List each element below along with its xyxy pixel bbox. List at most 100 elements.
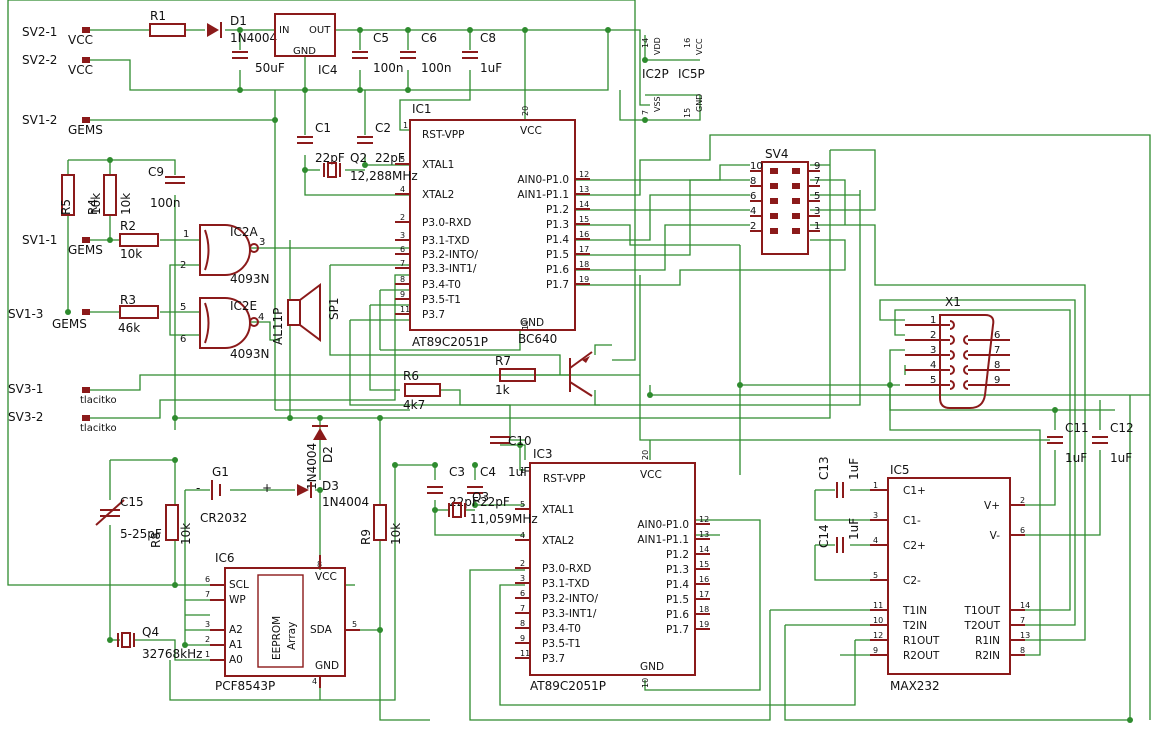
sv4-pin [792, 228, 800, 234]
sv4-pin-number: 1 [814, 221, 820, 232]
sv1-2-label: SV1-2 [22, 113, 57, 127]
ic5-pin-label: V- [990, 530, 1001, 542]
ic1-pin-number: 15 [579, 215, 589, 224]
r7-value: 1k [495, 383, 510, 397]
r6-label: R6 [403, 369, 419, 383]
rtc-section: D2 1N4004 D3 1N4004 G1 CR2032 - + C15 5-… [95, 425, 403, 661]
g1-minus: - [196, 481, 200, 495]
ic3-pin-label: P3.1-TXD [542, 578, 590, 590]
ic5-pin-number: 12 [873, 631, 883, 640]
ic4-gnd: GND [293, 46, 316, 57]
ic3-pin-number: 2 [520, 559, 525, 568]
ic3-rst: RST-VPP [543, 473, 585, 485]
c-50uf-value: 50uF [255, 61, 285, 75]
ic3-pin-label: P3.7 [542, 653, 565, 665]
ic1-pin-label: AIN1-P1.1 [517, 189, 569, 201]
ic1-pin-number: 19 [579, 275, 589, 284]
ic6-a0: A0 [229, 654, 243, 666]
driver-section: R6 4k7 R7 1k BC640 [403, 332, 593, 412]
r7-label: R7 [495, 354, 511, 368]
ic6-rtc: IC6 PCF8543P VCC GND SCL WP A2 A1 A0 SDA… [205, 551, 360, 693]
ic1-pin-number: 9 [400, 290, 405, 299]
x1-pin-contact [949, 335, 955, 345]
sv4-pin [792, 183, 800, 189]
sv2-2-net: VCC [68, 63, 93, 77]
ic3-pin-number: 18 [699, 605, 709, 614]
ic3: IC3 AT89C2051P RST-VPP VCC GND 1 20 10 X… [515, 447, 710, 693]
ic1-vcc: VCC [520, 125, 542, 137]
c13-value: 1uF [847, 458, 861, 480]
x1-pin-number: 6 [994, 330, 1000, 341]
ic3-pin20: 20 [641, 450, 650, 460]
ic1-pin-label: P3.0-RXD [422, 217, 471, 229]
sv4-pin-number: 6 [750, 191, 756, 202]
ic1-pin1: 1 [403, 121, 408, 130]
r4-value: 10k [119, 193, 133, 215]
power-section: R1 D1 1N4004 IN OUT GND IC4 50uF C5 100n… [149, 9, 705, 118]
ic1-part: AT89C2051P [412, 335, 488, 349]
ic1-pin-number: 12 [579, 170, 589, 179]
ic5-pin-number: 14 [1020, 601, 1030, 610]
ic5-max232: IC5 MAX232 C1+1C1-3C2+4C2-5T1IN11T2IN10R… [870, 463, 1030, 693]
ic3-pin-number: 14 [699, 545, 709, 554]
sv1-1-label: SV1-1 [22, 233, 57, 247]
ic1-pin-number: 14 [579, 200, 589, 209]
ic1-pin-number: 2 [400, 213, 405, 222]
sv4-pin-number: 2 [750, 221, 756, 232]
sv4-label: SV4 [765, 147, 788, 161]
ic3-part: AT89C2051P [530, 679, 606, 693]
sv4-pin [792, 213, 800, 219]
ic5p-vcc: VCC [695, 38, 704, 55]
c2-value: 22pF [375, 151, 405, 165]
x1-pin-number: 2 [930, 330, 936, 341]
x1-pin-contact [949, 365, 955, 375]
ic1-pin-number: 5 [400, 155, 405, 164]
ic2p-pin7: 7 [641, 110, 650, 115]
sv4-pin-number: 9 [814, 161, 820, 172]
sv1-1-net: GEMS [68, 243, 103, 257]
input-section: R5 10k R4 10k C9 100n R2 10k R3 46k IC2A… [59, 165, 341, 361]
sv3-1-label: SV3-1 [8, 382, 43, 396]
c4-label: C4 [480, 465, 496, 479]
ic5p-gnd: GND [695, 94, 704, 112]
ic3-label: IC3 [533, 447, 553, 461]
sv4-pin [770, 228, 778, 234]
ic1-label: IC1 [412, 102, 432, 116]
ic3-vcc: VCC [640, 469, 662, 481]
ic6-part: PCF8543P [215, 679, 275, 693]
ic5-pin-number: 3 [873, 511, 878, 520]
c10-value: 1uF [508, 465, 530, 479]
ic6-scl: SCL [229, 579, 249, 591]
ic6-pin6: 6 [205, 575, 210, 584]
x1-pin-number: 4 [930, 360, 936, 371]
ic3-pin-number: 7 [520, 604, 525, 613]
sv2-1-label: SV2-1 [22, 25, 57, 39]
x1-pin-contact [963, 380, 969, 390]
ic5-pin-label: T2OUT [964, 620, 1001, 632]
d3-value: 1N4004 [322, 495, 369, 509]
sv4-pin-number: 8 [750, 176, 756, 187]
r3-label: R3 [120, 293, 136, 307]
ic3-gnd: GND [640, 661, 664, 673]
x1-pin-contact [949, 320, 955, 330]
ic3-pin-number: 17 [699, 590, 709, 599]
ic6-array: Array [286, 622, 298, 650]
ic3-pin-label: P3.5-T1 [542, 638, 581, 650]
sv4-pin-number: 4 [750, 206, 756, 217]
ic5-pin-label: T2IN [902, 620, 927, 632]
g1-label: G1 [212, 465, 229, 479]
ic1-pin-number: 7 [400, 259, 405, 268]
sv4-pin [770, 168, 778, 174]
c3-value: 22pF [449, 495, 479, 509]
c5-value: 100n [373, 61, 404, 75]
ic5-label: IC5 [890, 463, 910, 477]
ic1-pin10: 10 [521, 320, 530, 330]
ic1-pin-number: 13 [579, 185, 589, 194]
ic2e-label: IC2E [230, 299, 257, 313]
x1-pin-contact [963, 335, 969, 345]
d1-value: 1N4004 [230, 31, 277, 45]
ic5-pin-label: R1IN [975, 635, 1000, 647]
ic3-pin-label: XTAL1 [542, 504, 574, 516]
